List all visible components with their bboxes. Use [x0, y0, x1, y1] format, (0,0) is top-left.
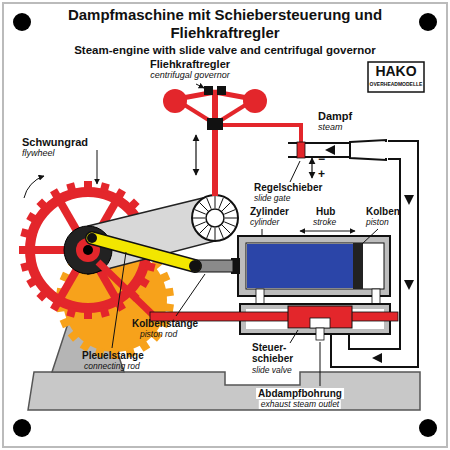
- bevel-tooth: [193, 218, 205, 219]
- subtitle: Steam-engine with slide valve and centri…: [74, 44, 376, 57]
- gear-tooth: [138, 277, 150, 288]
- bevel-tooth: [224, 210, 235, 215]
- bevel-tooth: [222, 202, 230, 210]
- gear-tooth: [66, 307, 76, 318]
- bevel-tooth: [215, 196, 216, 208]
- part-name: Abdampfbohrung: [256, 388, 344, 399]
- gear-tooth: [20, 262, 31, 272]
- bevel-tooth: [199, 202, 207, 210]
- bevel-tooth: [219, 227, 224, 238]
- gear-tooth: [66, 182, 76, 193]
- base-frame: [28, 372, 420, 410]
- corner-dots: [13, 13, 437, 437]
- centrifugal-governor: [163, 86, 303, 196]
- part-name-en: piston: [366, 218, 389, 227]
- bevel-tooth: [207, 227, 212, 238]
- part-name: Pleuelstange: [82, 350, 144, 361]
- gear-tooth: [145, 262, 156, 272]
- gear-tooth: [100, 307, 110, 318]
- gear-tooth: [115, 188, 126, 200]
- gear-tooth: [164, 303, 174, 312]
- logo-text: HAKO: [375, 64, 416, 79]
- part-name-en: slide valve: [252, 366, 292, 375]
- part-name: Schwungrad: [22, 136, 88, 148]
- gear-tooth: [84, 181, 92, 190]
- part-name-wrap: Steuer- schieber: [252, 342, 298, 364]
- eccentric-rod: [98, 262, 155, 317]
- part-name: Regelschieber: [254, 182, 322, 193]
- slide-valve: [288, 306, 352, 328]
- crosshead-pin: [189, 260, 201, 272]
- gear-tooth: [159, 272, 171, 283]
- slide-gate: [297, 142, 305, 158]
- part-name-en: slide gate: [254, 194, 290, 203]
- plus-sign: +: [318, 168, 325, 181]
- gear-tooth: [20, 228, 31, 238]
- part-name-en: cylinder: [250, 218, 279, 227]
- bevel-tooth: [222, 225, 230, 233]
- bevel-tooth: [224, 222, 235, 227]
- gear-tooth: [36, 198, 48, 210]
- gear-tooth: [19, 246, 28, 254]
- exhaust-port: [316, 328, 324, 340]
- minus-sign: −: [318, 153, 325, 166]
- bevel-tooth: [215, 228, 216, 240]
- logo-subtext: OVERHEADMODELLE: [370, 82, 423, 88]
- part-name: Fliehkraftregler: [150, 58, 230, 70]
- crank-pin: [87, 233, 97, 243]
- cylinder: [231, 236, 390, 309]
- bevel-tooth: [195, 222, 206, 227]
- gear-tooth: [26, 277, 38, 288]
- gear-tooth: [164, 288, 174, 297]
- leader-lines: [24, 84, 378, 386]
- bevel-tooth: [225, 218, 237, 219]
- gear-tooth: [50, 300, 61, 312]
- part-name-en: connecting rod: [84, 362, 140, 371]
- piston: [353, 243, 363, 289]
- part-name: Hub: [316, 206, 335, 217]
- bevel-tooth: [219, 198, 224, 209]
- gear-tooth: [84, 310, 92, 319]
- gear-tooth: [50, 188, 61, 200]
- part-name-en: centrifugal governor: [150, 71, 230, 81]
- connecting-rod-outline: [92, 238, 195, 266]
- part-name-en: exhaust steam outlet: [259, 400, 341, 409]
- bevel-tooth: [207, 198, 212, 209]
- part-name: Kolbenstange: [132, 318, 198, 329]
- part-name-en: piston rod: [140, 330, 177, 339]
- gear-tooth: [115, 300, 126, 312]
- part-name: Zylinder: [250, 206, 289, 217]
- part-name: Dampf: [318, 110, 352, 122]
- bevel-gear: [192, 195, 238, 241]
- title: Dampfmaschine mit Schiebersteuerung und …: [60, 6, 390, 42]
- gear-tooth: [100, 182, 110, 193]
- part-name-en: flywheel: [22, 149, 55, 159]
- gear-tooth: [26, 212, 38, 223]
- connecting-rod: [92, 238, 195, 266]
- bevel-tooth: [199, 225, 207, 233]
- part-name: Kolben: [366, 206, 400, 217]
- logo-box: [368, 62, 424, 92]
- gear-tooth: [36, 290, 48, 302]
- gear-tooth: [68, 330, 80, 342]
- part-name-en: stroke: [313, 218, 336, 227]
- title-block: Dampfmaschine mit Schiebersteuerung und …: [0, 6, 450, 42]
- part-name-en: steam: [318, 123, 343, 133]
- gear-tooth: [128, 198, 140, 210]
- frame: [3, 3, 447, 447]
- bevel-tooth: [195, 210, 206, 215]
- gear-tooth: [60, 317, 72, 328]
